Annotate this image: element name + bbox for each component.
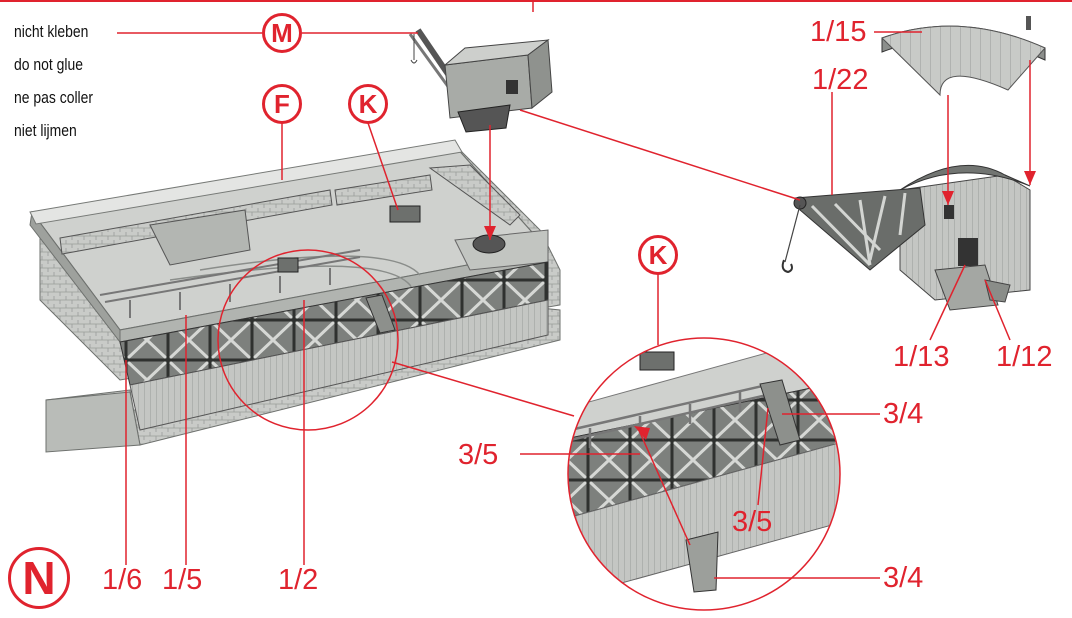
- note-dutch: niet lijmen: [14, 121, 77, 140]
- small-crane-model: [408, 28, 553, 133]
- badge-k-top: K: [348, 84, 388, 124]
- bunker-wall-mid: [149, 209, 251, 266]
- ramp-slope: [45, 391, 141, 453]
- arrowheads: [484, 171, 1036, 440]
- tub-1: [389, 205, 421, 223]
- building-model: [29, 139, 561, 453]
- label-1-13: 1/13: [893, 341, 950, 373]
- label-1-22: 1/22: [812, 64, 869, 96]
- note-german: nicht kleben: [14, 22, 89, 41]
- label-1-12: 1/12: [996, 341, 1053, 373]
- back-coping: [29, 139, 463, 225]
- note-english: do not glue: [14, 55, 83, 74]
- railing: [99, 249, 361, 318]
- magnifier-link: [391, 361, 575, 417]
- label-3-5-left: 3/5: [458, 439, 499, 471]
- front-lower-wall: [129, 299, 549, 431]
- badge-m: M: [262, 13, 302, 53]
- label-3-4-bottom: 3/4: [883, 562, 924, 594]
- badge-k-detail: K: [638, 235, 678, 275]
- chute: [365, 294, 396, 334]
- bunker-side-block: [428, 164, 521, 226]
- leader-lines: [117, 31, 1031, 579]
- badge-n: N: [8, 547, 70, 609]
- bunker-wall-right: [334, 174, 433, 206]
- tub-2: [277, 257, 299, 273]
- label-1-2: 1/2: [278, 564, 319, 596]
- large-crane-model: [781, 16, 1046, 311]
- badge-f: F: [262, 84, 302, 124]
- label-1-5: 1/5: [162, 564, 203, 596]
- label-3-5-mid: 3/5: [732, 506, 773, 538]
- note-french: ne pas coller: [14, 88, 94, 107]
- magnifier-circle: [567, 337, 841, 611]
- label-3-4-top: 3/4: [883, 398, 924, 430]
- detail-marker-circle: [217, 249, 399, 431]
- crane-socket: [472, 234, 506, 254]
- label-1-6: 1/6: [102, 564, 143, 596]
- label-1-15: 1/15: [810, 16, 867, 48]
- magnified-detail: [568, 338, 840, 610]
